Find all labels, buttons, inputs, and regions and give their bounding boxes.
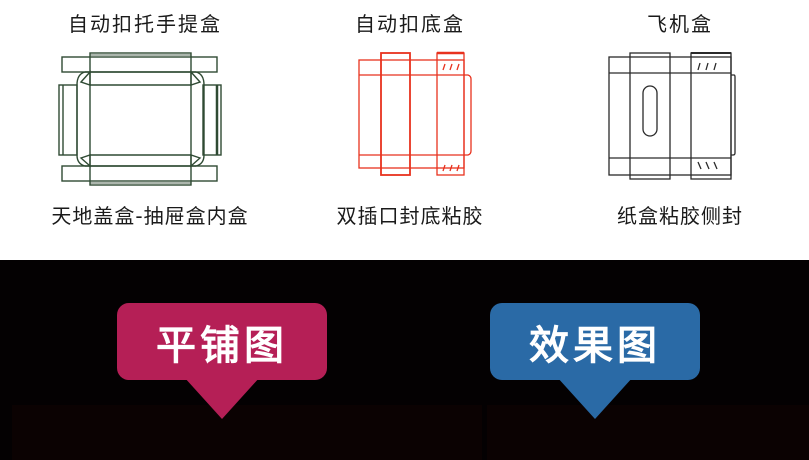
effect-view-label: 效果图 xyxy=(490,303,700,380)
box-type-mailer: 飞机盒 纸盒粘胶侧封 xyxy=(560,0,800,260)
mailer-box-dieline-icon xyxy=(608,52,736,180)
box-type-caption: 天地盖盒-抽屉盒内盒 xyxy=(51,204,249,228)
box-type-title: 飞机盒 xyxy=(647,12,713,36)
box-type-title: 自动扣底盒 xyxy=(355,12,465,36)
speech-bubble-tip-icon xyxy=(184,377,260,419)
box-type-tray: 自动扣托手提盒 天地 xyxy=(0,0,290,260)
speech-bubble-tip-icon xyxy=(557,377,633,419)
view-labels-section: 平铺图 效果图 xyxy=(0,260,809,460)
box-types-section: 自动扣托手提盒 天地 xyxy=(0,0,800,260)
auto-lock-bottom-box-dieline-icon xyxy=(358,51,472,176)
flat-view-label: 平铺图 xyxy=(117,303,327,380)
box-type-caption: 双插口封底粘胶 xyxy=(336,204,484,228)
box-type-title: 自动扣托手提盒 xyxy=(68,12,222,36)
box-type-caption: 纸盒粘胶侧封 xyxy=(617,204,743,228)
box-type-auto-bottom: 自动扣底盒 双插口封底粘胶 xyxy=(290,0,530,260)
dark-panel-right xyxy=(487,405,809,460)
tray-box-dieline-icon xyxy=(58,52,222,186)
